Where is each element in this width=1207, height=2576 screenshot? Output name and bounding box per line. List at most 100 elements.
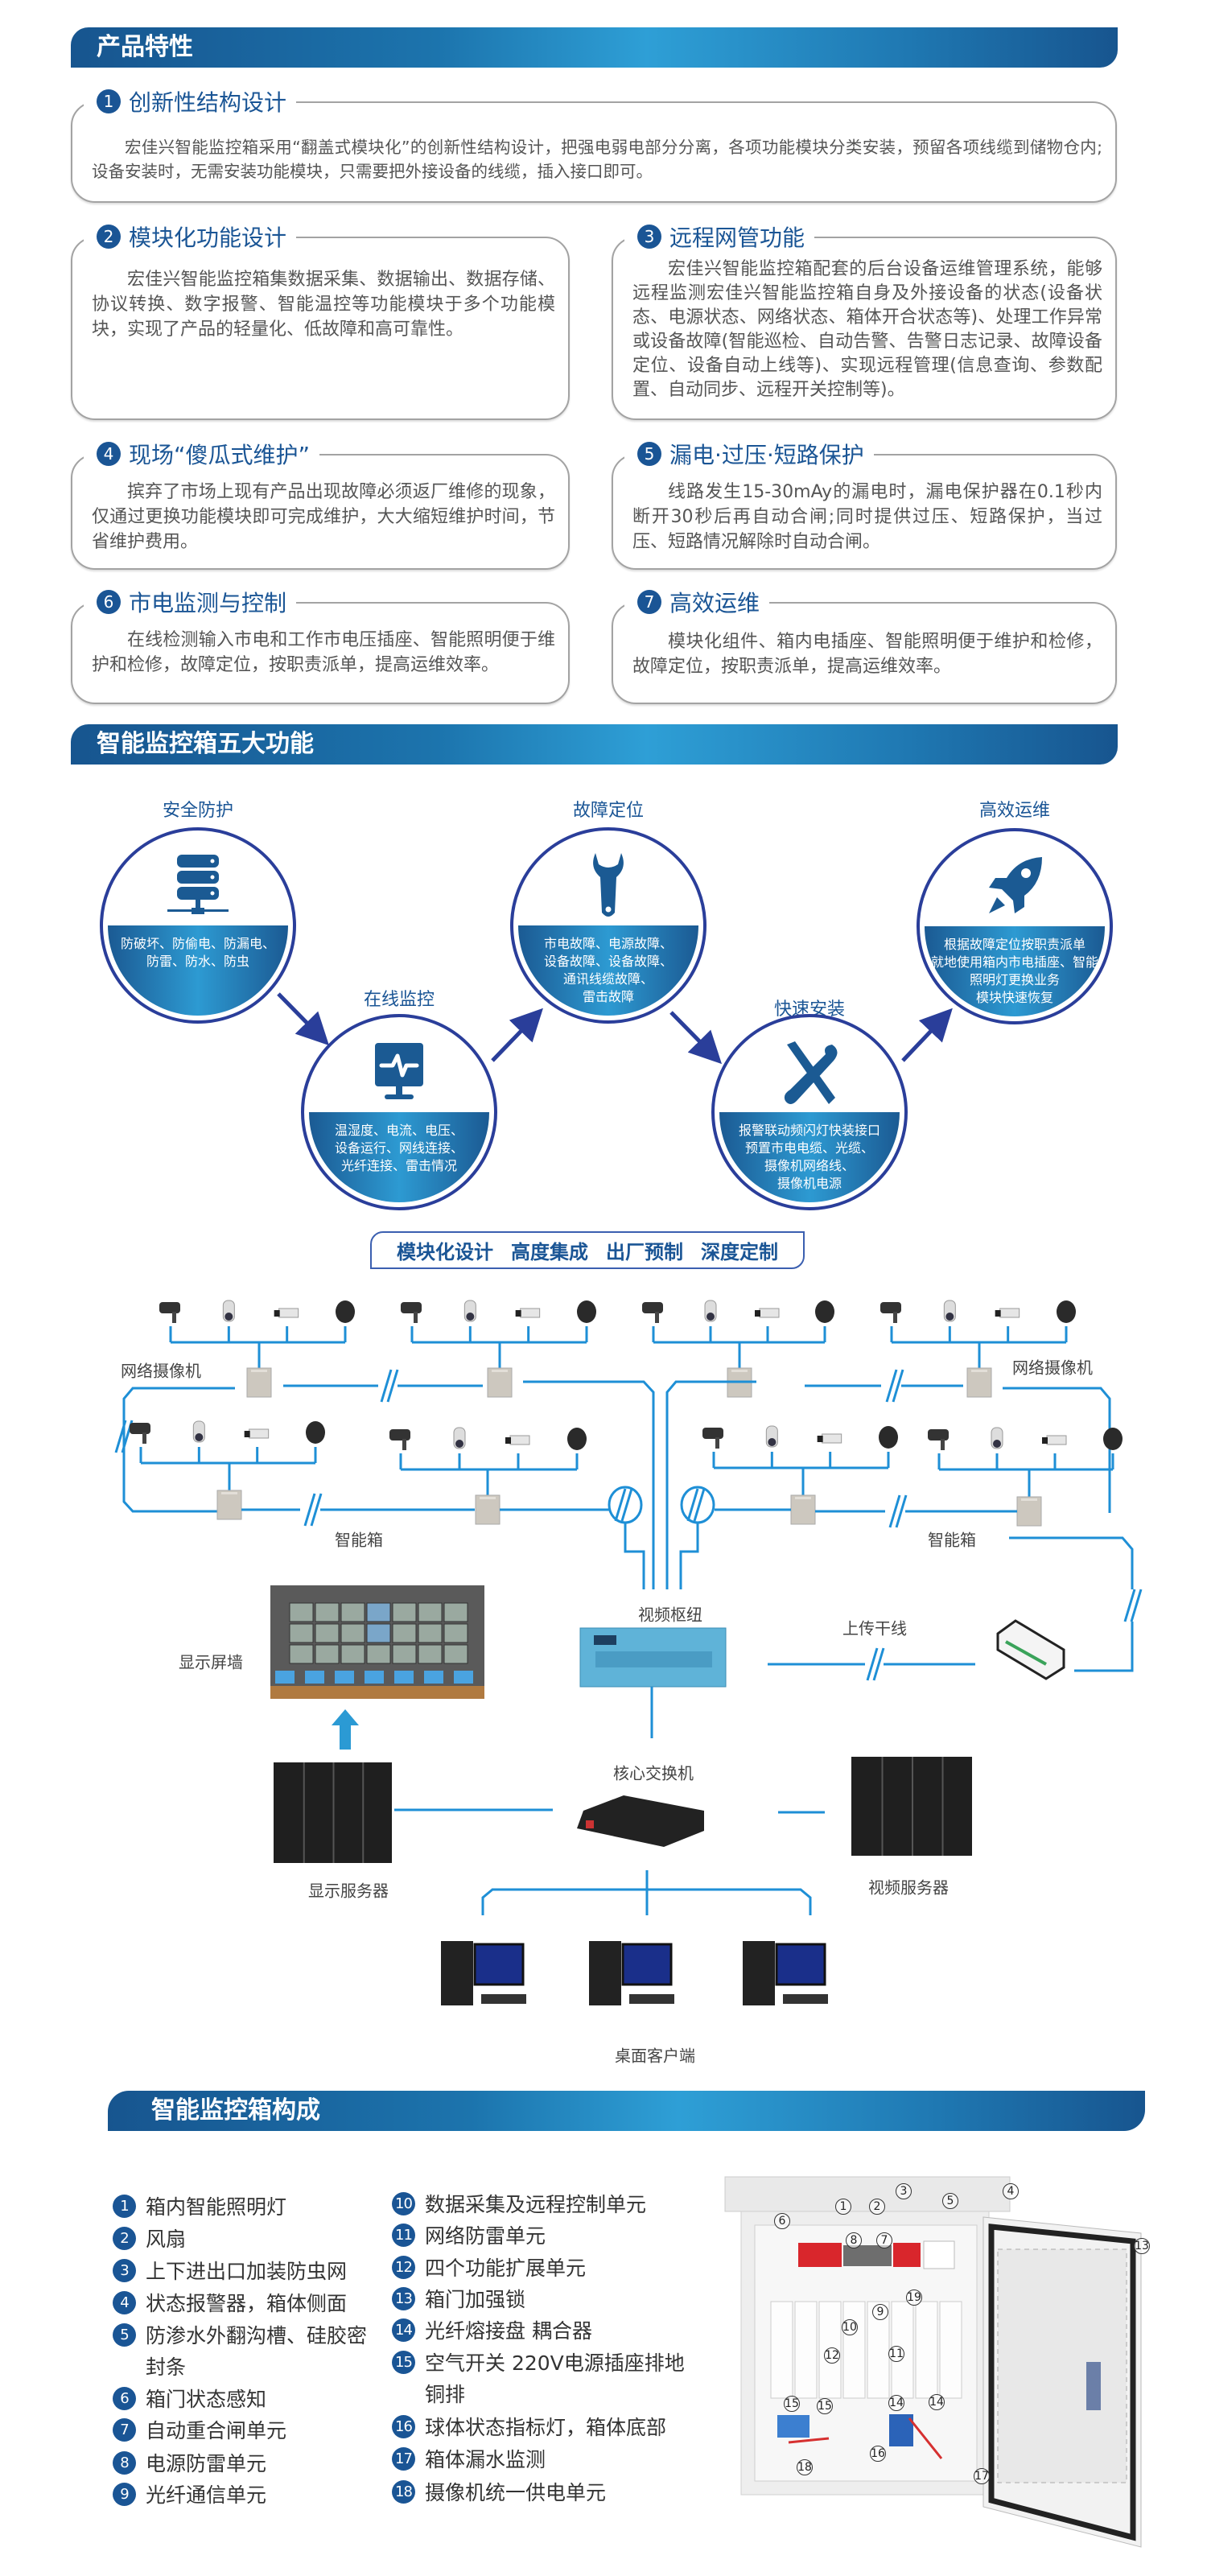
display-screen bbox=[289, 1602, 314, 1622]
cabinet-callout: 14 bbox=[888, 2395, 904, 2411]
description-line: 就地使用箱内市电插座、智能 bbox=[930, 954, 1098, 970]
pc-tower-icon bbox=[589, 1941, 621, 2005]
camera-mount bbox=[414, 1312, 418, 1323]
operator-monitor bbox=[275, 1671, 295, 1684]
display-screen bbox=[315, 1623, 340, 1643]
network-link bbox=[679, 1523, 699, 1589]
cabinet-callout: 10 bbox=[842, 2319, 858, 2335]
camera-lens bbox=[515, 1310, 521, 1317]
cabinet-photo bbox=[724, 2176, 1142, 2548]
break-mark-icon bbox=[380, 1369, 399, 1403]
description-line: 温湿度、电流、电压、 bbox=[334, 1123, 463, 1138]
tools-icon bbox=[784, 1041, 838, 1104]
component-number: 4 bbox=[113, 2290, 136, 2314]
dome-camera-icon bbox=[815, 1300, 834, 1323]
cabinet-callout: 1 bbox=[835, 2199, 851, 2215]
keyboard-icon bbox=[481, 1994, 526, 2004]
arrow-up bbox=[901, 1008, 953, 1062]
component-text: 空气开关 220V电源插座排地 bbox=[425, 2351, 685, 2375]
section-header-features: 产品特性 bbox=[71, 27, 1118, 68]
dome-camera-icon bbox=[1103, 1428, 1123, 1450]
component-number: 1 bbox=[113, 2194, 136, 2218]
description-line: 雷击故障 bbox=[582, 989, 634, 1004]
camera-mount bbox=[172, 1312, 176, 1323]
camera-lens bbox=[195, 1433, 204, 1441]
component-number: 2 bbox=[113, 2226, 136, 2250]
network-link bbox=[481, 1888, 812, 1915]
smart-box-icon bbox=[475, 1494, 501, 1525]
feature-number: 5 bbox=[637, 442, 661, 466]
function-circle: 市电故障、电源故障、设备故障、设备故障、通讯线缆故障、雷击故障 bbox=[510, 827, 706, 1024]
feature-text: 线路发生15-30mAy的漏电时，漏电保护器在0.1秒内断开30秒后再自动合闸;… bbox=[632, 482, 1102, 552]
cabinet-callout: 14 bbox=[929, 2394, 945, 2410]
network-link bbox=[624, 1523, 645, 1589]
component-number: 3 bbox=[113, 2258, 136, 2282]
section-title: 产品特性 bbox=[97, 33, 193, 61]
bullet-camera-icon bbox=[130, 1423, 150, 1434]
cabinet-callout: 6 bbox=[774, 2213, 790, 2229]
component-text: 状态报警器，箱体侧面 bbox=[146, 2292, 348, 2315]
pc-tower-icon bbox=[743, 1941, 775, 2005]
display-screen bbox=[418, 1623, 443, 1643]
box-lid bbox=[221, 1492, 237, 1494]
dome-camera-icon bbox=[306, 1421, 325, 1444]
network-link bbox=[1003, 1387, 1111, 1513]
function-description: 根据故障定位按职责派单就地使用箱内市电插座、智能照明灯更换业务模块快速恢复 bbox=[925, 926, 1105, 1016]
switch-light bbox=[586, 1820, 594, 1828]
cabinet-callout: 16 bbox=[870, 2446, 886, 2462]
smart-box-icon bbox=[1016, 1496, 1042, 1527]
cabinet-callout: 2 bbox=[869, 2199, 885, 2215]
pc-monitor-icon bbox=[775, 1943, 826, 1986]
box-lid bbox=[492, 1370, 508, 1372]
description-line: 通讯线缆故障、 bbox=[562, 971, 653, 987]
function-circle: 防破坏、防偷电、防漏电、防雷、防水、防虫 bbox=[100, 827, 296, 1024]
feature-text: 宏佳兴智能监控箱集数据采集、数据输出、数据存储、协议转换、数字报警、智能温控等功… bbox=[92, 270, 555, 340]
function-description: 市电故障、电源故障、设备故障、设备故障、通讯线缆故障、雷击故障 bbox=[518, 925, 698, 1016]
break-mark-icon bbox=[866, 1647, 885, 1681]
box-lid bbox=[480, 1497, 496, 1499]
description-line: 摄像机电源 bbox=[777, 1176, 842, 1191]
display-screen bbox=[443, 1623, 468, 1643]
feature-number: 2 bbox=[97, 225, 121, 249]
router-light bbox=[1005, 1640, 1047, 1666]
dome-camera-icon bbox=[567, 1428, 587, 1450]
section-title: 智能监控箱构成 bbox=[151, 2096, 320, 2125]
feature-title: 漏电·过压·短路保护 bbox=[669, 442, 864, 468]
camera-lens bbox=[274, 1310, 280, 1317]
display-screen bbox=[340, 1623, 365, 1643]
operator-monitor bbox=[305, 1671, 324, 1684]
label-smart-box-left: 智能箱 bbox=[335, 1530, 383, 1550]
display-screen bbox=[392, 1644, 417, 1664]
feature-title: 现场“傻瓜式维护” bbox=[129, 442, 311, 468]
smart-box-icon bbox=[216, 1490, 242, 1520]
component-number: 7 bbox=[113, 2417, 136, 2442]
camera-mount bbox=[941, 1439, 945, 1450]
arrow-down bbox=[277, 992, 330, 1046]
description-line: 设备运行、网线连接、 bbox=[334, 1140, 463, 1156]
camera-mount bbox=[402, 1439, 406, 1450]
function-label: 故障定位 bbox=[572, 801, 645, 821]
component-number: 15 bbox=[392, 2350, 415, 2374]
box-lid bbox=[731, 1370, 748, 1372]
box-camera-icon bbox=[1046, 1435, 1067, 1445]
function-description: 报警联动频闪灯快装接口预置市电电缆、光缆、摄像机网络线、摄像机电源 bbox=[719, 1112, 900, 1202]
component-number: 9 bbox=[113, 2482, 136, 2506]
description-line: 防破坏、防偷电、防漏电、 bbox=[120, 936, 275, 951]
label-camera-right: 网络摄像机 bbox=[1012, 1358, 1093, 1378]
display-screen bbox=[315, 1644, 340, 1664]
function-label: 安全防护 bbox=[162, 801, 234, 821]
rocket-icon bbox=[989, 857, 1042, 913]
feature-number: 7 bbox=[637, 590, 661, 614]
display-screen bbox=[443, 1602, 468, 1622]
camera-lens bbox=[244, 1431, 250, 1437]
camera-mount bbox=[655, 1312, 659, 1323]
router-icon bbox=[996, 1619, 1065, 1680]
display-screen bbox=[366, 1623, 391, 1643]
